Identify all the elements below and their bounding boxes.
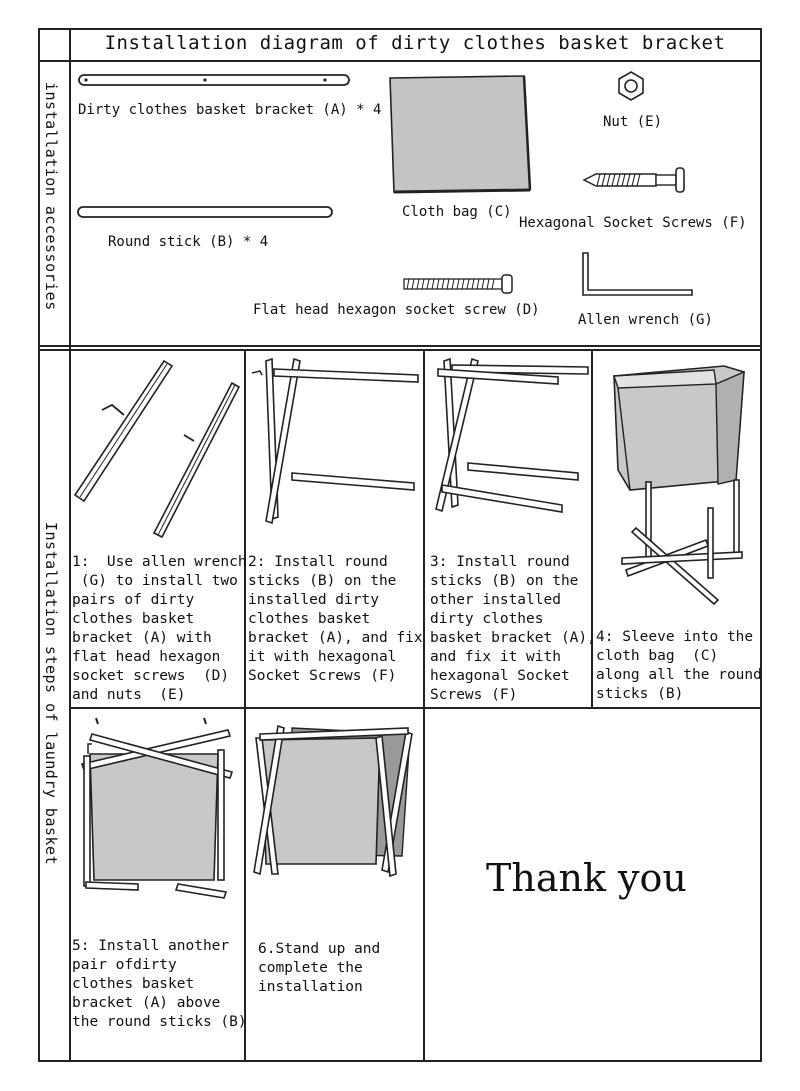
step3-illustration xyxy=(435,357,589,513)
allen-wrench-g-label: Allen wrench (G) xyxy=(578,312,713,328)
step6-text: 6.Stand up and complete the installation xyxy=(258,941,381,995)
screw-f-illustration xyxy=(582,167,685,193)
bracket-a-illustration xyxy=(78,74,350,86)
round-stick-b-label: Round stick (B) * 4 xyxy=(108,234,269,250)
step2-illustration xyxy=(251,357,419,525)
step4-text: 4: Sleeve into the cloth bag (C) along a… xyxy=(596,629,762,702)
col-divider-2 xyxy=(423,349,425,1061)
col-divider-1 xyxy=(244,349,246,1061)
frame-bottom xyxy=(38,1060,762,1062)
round-stick-b-illustration xyxy=(77,206,333,218)
cloth-bag-c-label: Cloth bag (C) xyxy=(402,204,512,220)
screw-d-illustration xyxy=(403,274,513,294)
allen-wrench-g-illustration xyxy=(582,252,693,296)
frame-right xyxy=(760,28,762,1061)
step6-illustration xyxy=(253,724,413,878)
step5-text: 5: Install another pair ofdirty clothes … xyxy=(72,938,247,1030)
step2-text: 2: Install round sticks (B) on the insta… xyxy=(248,554,423,684)
left-column-divider xyxy=(69,28,71,1061)
step1-illustration xyxy=(73,359,241,539)
step4-illustration xyxy=(613,365,745,606)
bracket-a-label: Dirty clothes basket bracket (A) * 4 xyxy=(78,102,382,118)
step3-text: 3: Install round sticks (B) on the other… xyxy=(430,554,596,703)
step5-illustration xyxy=(80,717,234,899)
frame-left xyxy=(38,28,40,1061)
section-divider xyxy=(38,345,762,347)
screw-d-label: Flat head hexagon socket screw (D) xyxy=(253,302,540,318)
steps-section-label: Installation steps of laundry basket xyxy=(42,522,60,866)
section-divider-2 xyxy=(38,349,762,351)
title-divider xyxy=(38,60,762,62)
page-title: Installation diagram of dirty clothes ba… xyxy=(104,32,726,54)
accessories-section-label: installation accessories xyxy=(42,82,60,311)
frame-top xyxy=(38,28,762,30)
row-divider xyxy=(69,707,762,709)
thank-you-text: Thank you xyxy=(486,856,687,900)
col-divider-3 xyxy=(591,349,593,707)
screw-f-label: Hexagonal Socket Screws (F) xyxy=(519,215,747,231)
cloth-bag-c-illustration xyxy=(389,75,532,194)
nut-e-label: Nut (E) xyxy=(603,114,663,130)
nut-e-illustration xyxy=(618,71,644,101)
step1-text: 1: Use allen wrench (G) to install two p… xyxy=(72,554,247,703)
